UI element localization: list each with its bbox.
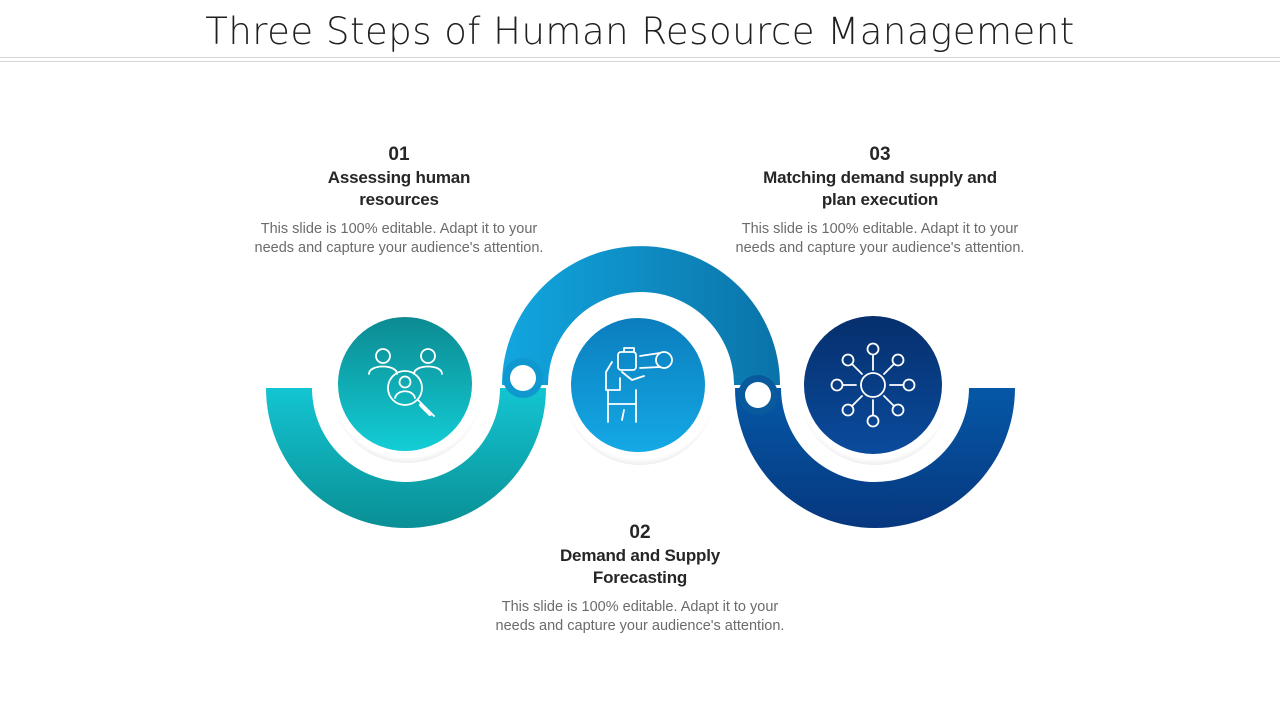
step-description-line: needs and capture your audience's attent… <box>735 240 1025 256</box>
binoculars-person-icon <box>605 347 673 423</box>
step-description-line: This slide is 100% editable. Adapt it to… <box>501 599 779 615</box>
title-rule <box>0 57 1280 58</box>
step-heading-line: Forecasting <box>592 568 688 587</box>
step-description-line: needs and capture your audience's attent… <box>495 618 785 634</box>
slide-title: Three Steps of Human Resource Management <box>205 10 1075 53</box>
step-number: 02 <box>629 522 651 543</box>
step-heading-line: Assessing human <box>327 168 471 187</box>
step-2-badge <box>564 313 716 465</box>
step-heading: Matching demand supply and plan executio… <box>700 167 1060 211</box>
arc-step-3 <box>735 388 1015 528</box>
step-description-line: needs and capture your audience's attent… <box>254 240 544 256</box>
step-number: 03 <box>869 144 891 165</box>
step-2-text: 02 Demand and Supply Forecasting This sl… <box>460 521 820 636</box>
step-1-text: 01 Assessing human resources This slide … <box>219 143 579 258</box>
step-heading-line: Demand and Supply <box>559 546 720 565</box>
title-rule <box>0 61 1280 62</box>
step-heading-line: plan execution <box>821 190 939 209</box>
network-hub-icon <box>830 342 916 428</box>
arc-step-1 <box>266 388 546 528</box>
step-heading: Demand and Supply Forecasting <box>460 545 820 589</box>
people-search-icon <box>368 348 443 417</box>
step-heading-line: resources <box>359 190 439 209</box>
step-description-line: This slide is 100% editable. Adapt it to… <box>260 221 538 237</box>
step-description: This slide is 100% editable. Adapt it to… <box>460 598 820 636</box>
step-description: This slide is 100% editable. Adapt it to… <box>219 220 579 258</box>
step-description: This slide is 100% editable. Adapt it to… <box>700 220 1060 258</box>
step-heading: Assessing human resources <box>219 167 579 211</box>
connector-hole <box>510 365 536 391</box>
step-3-text: 03 Matching demand supply and plan execu… <box>700 143 1060 258</box>
step-3-badge <box>799 313 951 465</box>
step-description-line: This slide is 100% editable. Adapt it to… <box>741 221 1019 237</box>
arc-step-2 <box>502 246 780 385</box>
step-heading-line: Matching demand supply and <box>763 168 997 187</box>
connector-hole <box>745 382 771 408</box>
step-1-badge <box>331 311 483 463</box>
step-number: 01 <box>388 144 410 165</box>
